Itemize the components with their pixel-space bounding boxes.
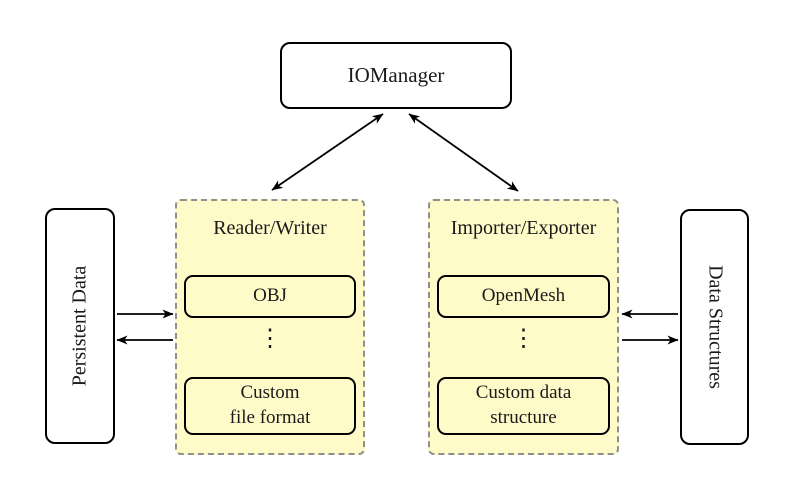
custom-file-format-line1: Custom xyxy=(240,382,300,404)
persistent-data-label: Persistent Data xyxy=(68,265,91,387)
importer-exporter-title: Importer/Exporter xyxy=(450,217,597,239)
openmesh-label: OpenMesh xyxy=(481,285,566,307)
arrow-iomanager-importerexporter xyxy=(408,113,519,192)
openmesh-node: OpenMesh xyxy=(437,275,610,318)
custom-data-structure-node: Custom data structure xyxy=(437,377,610,435)
importer-exporter-group: Importer/Exporter OpenMesh ⋮ Custom data… xyxy=(428,199,619,455)
custom-data-structure-line2: structure xyxy=(490,407,557,428)
custom-file-format-line2: file format xyxy=(229,407,311,428)
reader-writer-ellipsis: ⋮ xyxy=(258,326,282,352)
importer-exporter-ellipsis: ⋮ xyxy=(511,326,536,352)
data-structures-node: Data Structures xyxy=(680,209,749,445)
data-structures-label: Data Structures xyxy=(704,265,726,389)
persistent-data-node: Persistent Data xyxy=(45,208,115,444)
obj-label: OBJ xyxy=(253,285,287,307)
iomanager-node: IOManager xyxy=(280,42,512,109)
custom-file-format-node: Custom file format xyxy=(184,377,356,435)
custom-data-structure-line1: Custom data xyxy=(475,382,572,404)
obj-node: OBJ xyxy=(184,275,356,318)
iomanager-label: IOManager xyxy=(347,63,445,87)
arrow-iomanager-readerwriter xyxy=(271,113,384,191)
reader-writer-group: Reader/Writer OBJ ⋮ Custom file format xyxy=(175,199,365,455)
reader-writer-title: Reader/Writer xyxy=(213,217,327,239)
